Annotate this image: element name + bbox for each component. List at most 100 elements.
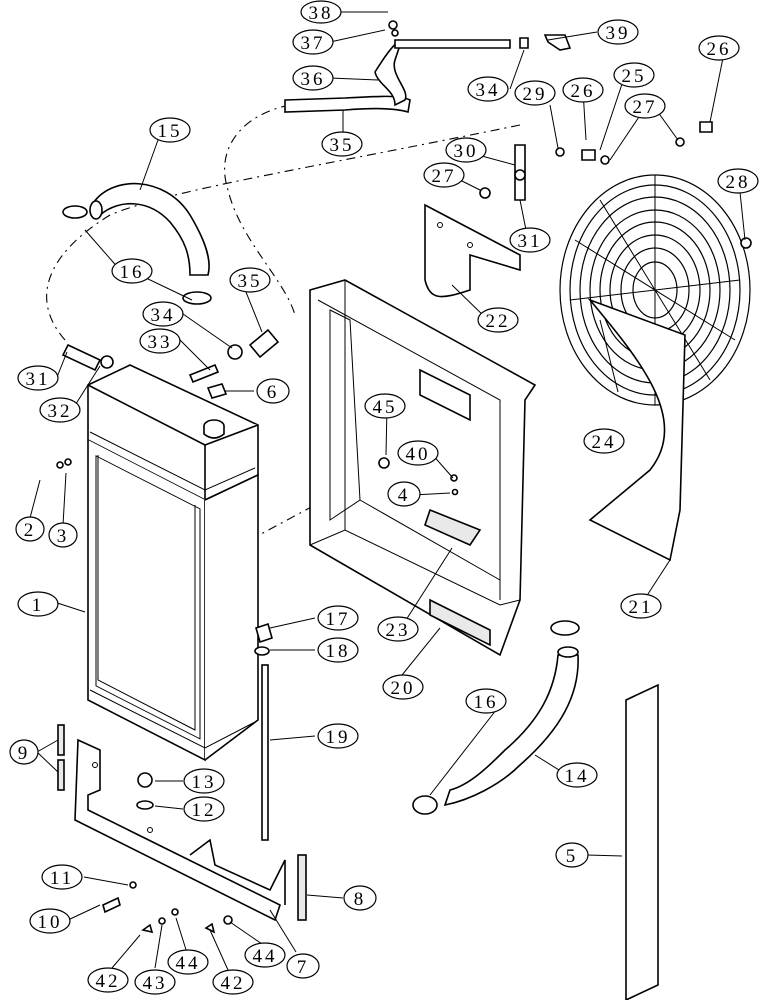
callout-23: 23 xyxy=(377,616,419,642)
svg-text:25: 25 xyxy=(622,66,647,87)
callout-6: 6 xyxy=(256,378,290,404)
callout-12: 12 xyxy=(183,796,225,822)
seal-strip-8 xyxy=(297,854,307,921)
svg-text:40: 40 xyxy=(406,444,431,465)
svg-text:4: 4 xyxy=(398,485,411,506)
svg-text:16: 16 xyxy=(120,262,145,283)
svg-text:19: 19 xyxy=(326,727,351,748)
seal-strips-9 xyxy=(57,724,65,791)
hose-routing-lines xyxy=(46,104,521,541)
callout-25: 25 xyxy=(613,62,655,88)
seal-panel-5 xyxy=(625,683,659,1000)
svg-text:10: 10 xyxy=(38,912,63,933)
callout-29: 29 xyxy=(514,80,556,106)
callout-44b: 44 xyxy=(244,942,286,968)
callout-11: 11 xyxy=(41,864,83,890)
svg-text:3: 3 xyxy=(57,526,70,547)
svg-text:18: 18 xyxy=(326,641,351,662)
svg-text:16: 16 xyxy=(474,692,499,713)
svg-text:30: 30 xyxy=(454,141,479,162)
overflow-hose-35 xyxy=(284,95,411,114)
callout-16a: 16 xyxy=(111,258,153,284)
callout-26b: 26 xyxy=(698,35,740,61)
upper-hose xyxy=(89,182,210,276)
svg-text:42: 42 xyxy=(221,973,246,994)
callout-17: 17 xyxy=(317,605,359,631)
svg-text:8: 8 xyxy=(354,889,367,910)
callout-13: 13 xyxy=(183,768,225,794)
svg-text:12: 12 xyxy=(192,800,217,821)
svg-text:29: 29 xyxy=(523,84,548,105)
callout-33: 33 xyxy=(139,328,181,354)
svg-text:11: 11 xyxy=(50,868,74,889)
svg-text:37: 37 xyxy=(301,33,326,54)
lower-hose xyxy=(443,646,579,807)
callout-42b: 42 xyxy=(212,969,254,995)
callout-19: 19 xyxy=(317,723,359,749)
lower-support-bracket xyxy=(74,738,286,922)
callout-27a: 27 xyxy=(423,162,465,188)
callout-27b: 27 xyxy=(624,93,666,119)
hose-clamp-16a xyxy=(62,205,212,305)
callout-43: 43 xyxy=(134,969,176,995)
callout-16b: 16 xyxy=(465,688,507,714)
callout-8: 8 xyxy=(343,885,377,911)
svg-text:44: 44 xyxy=(176,953,201,974)
callout-18: 18 xyxy=(317,637,359,663)
callout-14: 14 xyxy=(556,762,598,788)
callout-32: 32 xyxy=(39,397,81,423)
callout-26a: 26 xyxy=(562,77,604,103)
formed-tube-36 xyxy=(374,39,511,107)
upper-bracket xyxy=(424,203,521,298)
svg-text:1: 1 xyxy=(32,595,45,616)
svg-text:35: 35 xyxy=(238,271,263,292)
callout-37: 37 xyxy=(292,29,334,55)
fan-shroud xyxy=(309,279,537,657)
callout-22: 22 xyxy=(477,307,519,333)
callout-39: 39 xyxy=(597,19,639,45)
callout-5: 5 xyxy=(555,842,589,868)
callout-7: 7 xyxy=(286,953,320,979)
callout-30: 30 xyxy=(445,137,487,163)
callout-15: 15 xyxy=(149,117,191,143)
svg-text:26: 26 xyxy=(707,39,732,60)
callout-38: 38 xyxy=(300,0,342,24)
svg-text:39: 39 xyxy=(606,23,631,44)
svg-text:17: 17 xyxy=(326,609,351,630)
callout-10: 10 xyxy=(29,908,71,934)
svg-text:21: 21 xyxy=(629,597,654,618)
callout-36: 36 xyxy=(292,65,334,91)
callout-31a: 31 xyxy=(17,365,59,391)
svg-text:27: 27 xyxy=(432,166,457,187)
callout-9: 9 xyxy=(9,739,39,765)
svg-text:26: 26 xyxy=(571,81,596,102)
svg-text:32: 32 xyxy=(48,401,73,422)
hose-clamp-16b xyxy=(412,620,580,815)
svg-text:6: 6 xyxy=(267,382,280,403)
svg-text:13: 13 xyxy=(192,772,217,793)
callout-35b: 35 xyxy=(229,267,271,293)
callout-20: 20 xyxy=(382,674,424,700)
callout-31b: 31 xyxy=(509,227,551,253)
callout-labels: 1 2 3 4 5 6 7 8 9 10 11 12 13 14 15 16 1… xyxy=(9,0,759,995)
svg-text:27: 27 xyxy=(633,97,658,118)
svg-text:44: 44 xyxy=(253,946,278,967)
svg-text:24: 24 xyxy=(592,432,617,453)
svg-text:31: 31 xyxy=(518,231,543,252)
callout-44a: 44 xyxy=(167,949,209,975)
callout-28: 28 xyxy=(717,168,759,194)
svg-text:34: 34 xyxy=(151,305,176,326)
svg-text:28: 28 xyxy=(726,172,751,193)
svg-text:36: 36 xyxy=(301,69,326,90)
callout-3: 3 xyxy=(48,522,78,548)
svg-text:31: 31 xyxy=(26,369,51,390)
callout-21: 21 xyxy=(620,593,662,619)
callout-2: 2 xyxy=(15,516,45,542)
callout-4: 4 xyxy=(387,481,421,507)
svg-text:9: 9 xyxy=(18,743,31,764)
callout-40: 40 xyxy=(397,440,439,466)
svg-text:45: 45 xyxy=(373,397,398,418)
fan-mounting-plate xyxy=(587,298,686,562)
hose-31 xyxy=(61,343,102,372)
